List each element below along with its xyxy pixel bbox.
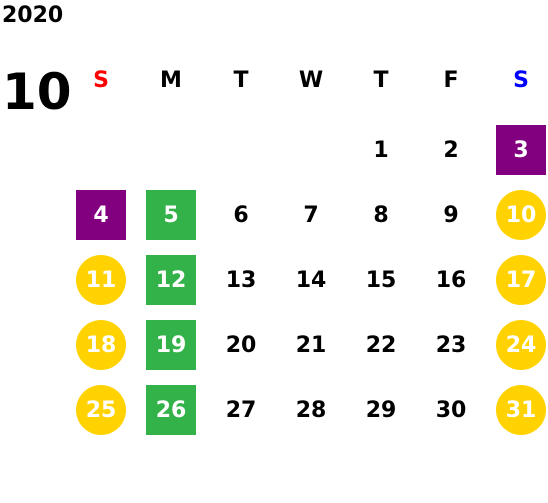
day-cell[interactable]: 10: [496, 190, 546, 240]
day-cell[interactable]: 1: [373, 137, 389, 163]
day-cell[interactable]: 13: [225, 267, 257, 293]
day-cell[interactable]: 3: [496, 125, 546, 175]
day-cell[interactable]: 9: [443, 202, 459, 228]
day-cell[interactable]: 5: [146, 190, 196, 240]
day-cell[interactable]: 25: [76, 385, 126, 435]
day-cell[interactable]: 15: [365, 267, 397, 293]
day-cell[interactable]: 19: [146, 320, 196, 370]
day-cell[interactable]: 24: [496, 320, 546, 370]
day-cell[interactable]: 7: [303, 202, 319, 228]
day-cell[interactable]: 27: [225, 397, 257, 423]
day-cell[interactable]: 16: [435, 267, 467, 293]
weekday-header: T: [233, 67, 249, 93]
day-cell[interactable]: 4: [76, 190, 126, 240]
day-cell[interactable]: 2: [443, 137, 459, 163]
day-cell[interactable]: 20: [225, 332, 257, 358]
day-cell[interactable]: 11: [76, 255, 126, 305]
day-cell[interactable]: 17: [496, 255, 546, 305]
month-number: 10: [2, 63, 72, 121]
day-cell[interactable]: 6: [233, 202, 249, 228]
day-cell[interactable]: 14: [295, 267, 327, 293]
weekday-header: M: [160, 67, 182, 93]
day-cell[interactable]: 30: [435, 397, 467, 423]
weekday-header: F: [443, 67, 459, 93]
day-cell[interactable]: 28: [295, 397, 327, 423]
day-cell[interactable]: 12: [146, 255, 196, 305]
day-cell[interactable]: 31: [496, 385, 546, 435]
day-cell[interactable]: 26: [146, 385, 196, 435]
day-cell[interactable]: 21: [295, 332, 327, 358]
year-label: 2020: [2, 3, 64, 28]
weekday-header: S: [513, 67, 529, 93]
day-cell[interactable]: 29: [365, 397, 397, 423]
day-cell[interactable]: 18: [76, 320, 126, 370]
weekday-header: T: [373, 67, 389, 93]
day-cell[interactable]: 23: [435, 332, 467, 358]
day-cell[interactable]: 22: [365, 332, 397, 358]
weekday-header: W: [298, 67, 324, 93]
day-cell[interactable]: 8: [373, 202, 389, 228]
weekday-header: S: [93, 67, 109, 93]
